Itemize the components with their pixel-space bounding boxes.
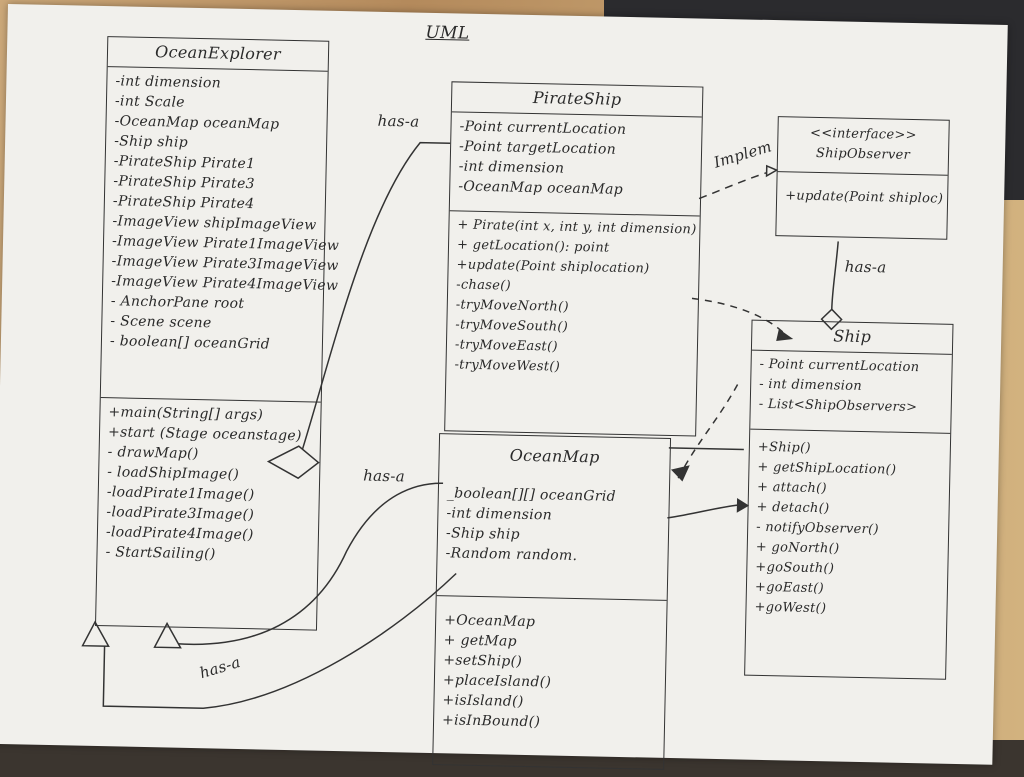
attributes-section: _boolean[][] oceanGrid -int dimension -S… [436,469,670,601]
class-ocean-map: OceanMap _boolean[][] oceanGrid -int dim… [432,433,672,770]
methods-section: + Pirate(int x, int y, int dimension) + … [446,211,699,384]
methods-section: +Ship() + getShipLocation() + attach() +… [746,430,950,626]
class-ocean-explorer: OceanExplorer -int dimension -int Scale … [94,36,339,631]
method: - StartSailing() [105,544,216,563]
attributes-section: - Point currentLocation - int dimension … [750,350,952,434]
methods-section: +update(Point shiploc) [777,172,948,214]
method: -tryMoveWest() [454,357,561,375]
interface-header: <<interface>> ShipObserver [777,117,949,176]
attribute: - List<ShipObservers> [758,396,918,416]
attribute: -Random random. [445,545,578,565]
page-heading: UML [425,22,470,44]
interface-ship-observer: <<interface>> ShipObserver +update(Point… [775,116,950,240]
attribute: -OceanMap oceanMap [458,178,624,198]
paper-sheet: UML OceanExplorer -int dimension -int Sc… [0,4,1008,770]
attribute: - boolean[] oceanGrid [109,333,271,353]
attributes-section: -Point currentLocation -Point targetLoca… [449,112,702,217]
method: +goWest() [754,599,827,617]
class-pirate-ship: PirateShip -Point currentLocation -Point… [444,81,704,437]
relation-label-has-a: has-a [377,111,420,131]
class-title: OceanMap [509,445,600,467]
methods-section: +main(String[] args) +start (Stage ocean… [97,398,320,571]
interface-title: ShipObserver [815,145,911,163]
class-ship: Ship - Point currentLocation - int dimen… [744,319,954,680]
method: +isInBound() [441,712,541,731]
relation-label-has-a: has-a [844,257,887,277]
relation-label-has-a: has-a [363,466,406,486]
attributes-section: -int dimension -int Scale -OceanMap ocea… [100,67,339,403]
class-title: Ship [751,320,953,355]
methods-section: +OceanMap + getMap +setShip() +placeIsla… [434,596,667,739]
method: +update(Point shiploc) [784,188,944,207]
connector-lines [81,141,843,709]
interface-stereotype: <<interface>> [809,125,917,144]
class-title: OceanExplorer [107,37,329,72]
